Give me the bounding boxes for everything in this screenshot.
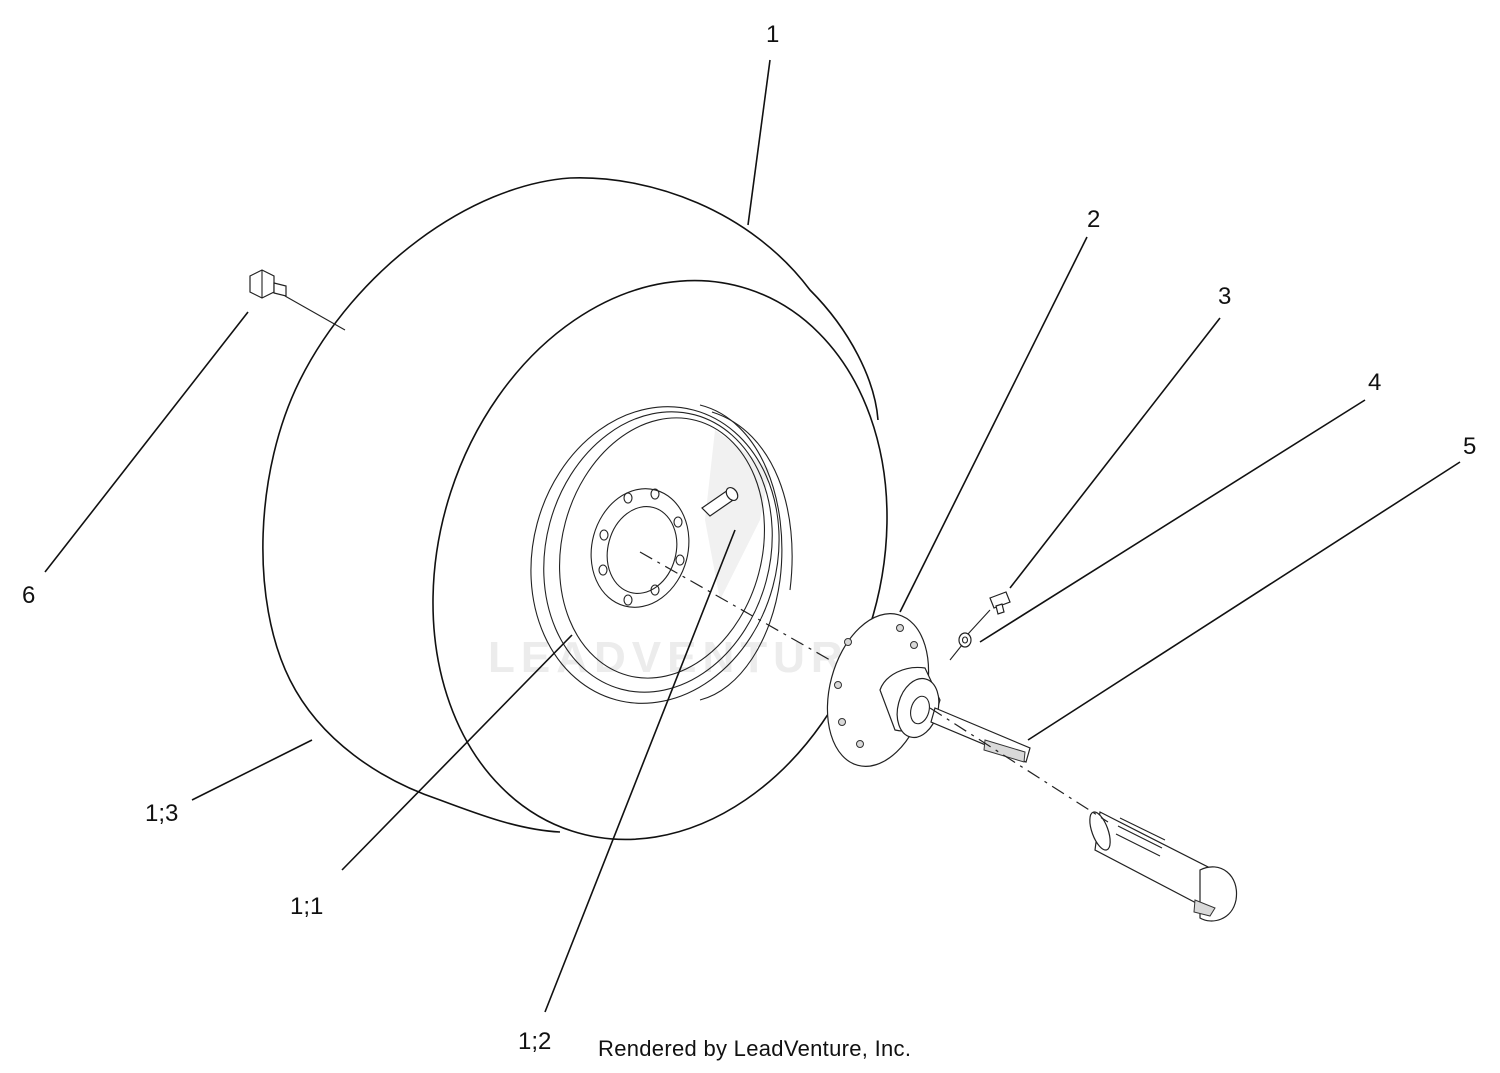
washer	[958, 632, 972, 648]
callout-1-1: 1;1	[290, 893, 323, 920]
watermark-text: LEADVENTURE	[488, 633, 884, 682]
callouts: 1 2 3 4 5 6 1;3 1;1 1;2	[22, 21, 1476, 1055]
rim	[530, 404, 793, 704]
valve-stem	[701, 486, 739, 517]
wheel-hub	[826, 613, 941, 767]
callout-2: 2	[1087, 206, 1100, 233]
leader-lines	[44, 59, 1461, 1013]
axle-pin	[1089, 811, 1238, 922]
key	[930, 707, 1031, 763]
callout-6: 6	[22, 582, 35, 609]
callout-3: 3	[1218, 283, 1231, 310]
leader-line-3	[1009, 317, 1221, 589]
leader-line-1	[747, 59, 771, 226]
callout-1-3: 1;3	[145, 800, 178, 827]
leader-line-1-2	[544, 529, 736, 1013]
leader-line-6	[44, 311, 249, 573]
center-line	[284, 295, 1109, 823]
watermark: LEADVENTURE	[488, 430, 884, 682]
bolt	[249, 269, 287, 299]
leader-line-4	[979, 399, 1366, 643]
leader-line-1-1	[341, 634, 573, 871]
callout-4: 4	[1368, 369, 1381, 396]
footer-credit: Rendered by LeadVenture, Inc.	[598, 1036, 912, 1061]
grease-fitting	[989, 591, 1011, 615]
leader-line-5	[1027, 461, 1461, 741]
leader-line-1-3	[191, 739, 313, 801]
callout-5: 5	[1463, 433, 1476, 460]
callout-1-2: 1;2	[518, 1028, 551, 1055]
leader-line-2	[899, 236, 1088, 613]
callout-1: 1	[766, 21, 779, 48]
